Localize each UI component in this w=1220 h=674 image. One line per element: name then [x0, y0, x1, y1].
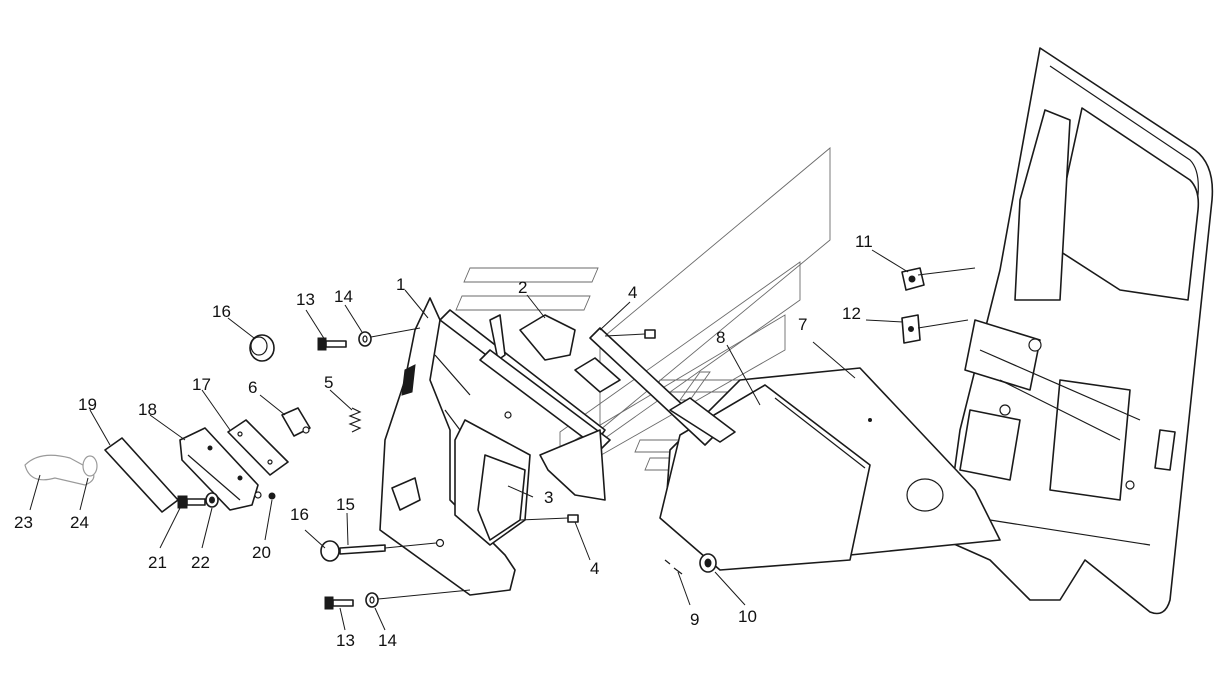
- callout-8: 8: [716, 328, 725, 347]
- callout-21: 21: [148, 553, 167, 572]
- door-frame: [944, 47, 1214, 615]
- washer-14-upper: [358, 327, 421, 347]
- callout-14-lower: 14: [378, 631, 397, 650]
- callout-18: 18: [138, 400, 157, 419]
- screw-15: [339, 542, 437, 555]
- washer-14-lower: [365, 589, 471, 608]
- callout-9: 9: [690, 610, 699, 629]
- callout-15: 15: [336, 495, 355, 514]
- washer-22: [205, 492, 219, 508]
- handle-bracket-18: [179, 427, 262, 511]
- callout-11: 11: [855, 232, 873, 251]
- cap-16-upper: [249, 334, 275, 362]
- inner-trim-panel: [379, 297, 516, 596]
- callout-10: 10: [738, 607, 757, 626]
- strip-19: [104, 437, 179, 513]
- callout-16-upper: 16: [212, 302, 231, 321]
- callout-16-lower: 16: [290, 505, 309, 524]
- bolt-13-upper: [317, 337, 347, 351]
- handle-knob-23: [24, 454, 98, 486]
- plug-10: [699, 553, 717, 573]
- callout-1: 1: [396, 275, 405, 294]
- plate-17: [227, 419, 289, 476]
- nut-20: [268, 492, 276, 500]
- bolt-21: [177, 495, 206, 509]
- window-strip: [574, 327, 736, 446]
- callout-4-upper: 4: [628, 283, 637, 302]
- callout-24: 24: [70, 513, 89, 532]
- screw-4-upper: [604, 329, 656, 339]
- switch-6: [281, 407, 311, 437]
- cap-16-lower: [320, 540, 340, 562]
- callout-4-lower: 4: [590, 559, 599, 578]
- callout-7: 7: [798, 315, 807, 334]
- callout-13-lower: 13: [336, 631, 355, 650]
- clip-11: [901, 267, 925, 291]
- callout-6: 6: [248, 378, 257, 397]
- screw-4-lower: [519, 514, 579, 523]
- callout-12: 12: [842, 304, 861, 323]
- pin-9: [664, 559, 683, 575]
- clip-12: [901, 314, 921, 344]
- bolt-13-lower: [324, 596, 354, 610]
- armrest-bracket: [454, 411, 531, 546]
- trim-rail: [439, 309, 611, 501]
- callout-2: 2: [518, 278, 527, 297]
- callout-3: 3: [544, 488, 553, 507]
- callout-19: 19: [78, 395, 97, 414]
- callout-14-upper: 14: [334, 287, 353, 306]
- callout-23: 23: [14, 513, 33, 532]
- leader-lines: [29, 249, 976, 631]
- callout-17: 17: [192, 375, 211, 394]
- callout-20: 20: [252, 543, 271, 562]
- callout-22: 22: [191, 553, 210, 572]
- spring-5: [348, 407, 362, 433]
- callout-5: 5: [324, 373, 333, 392]
- callout-13-upper: 13: [296, 290, 315, 309]
